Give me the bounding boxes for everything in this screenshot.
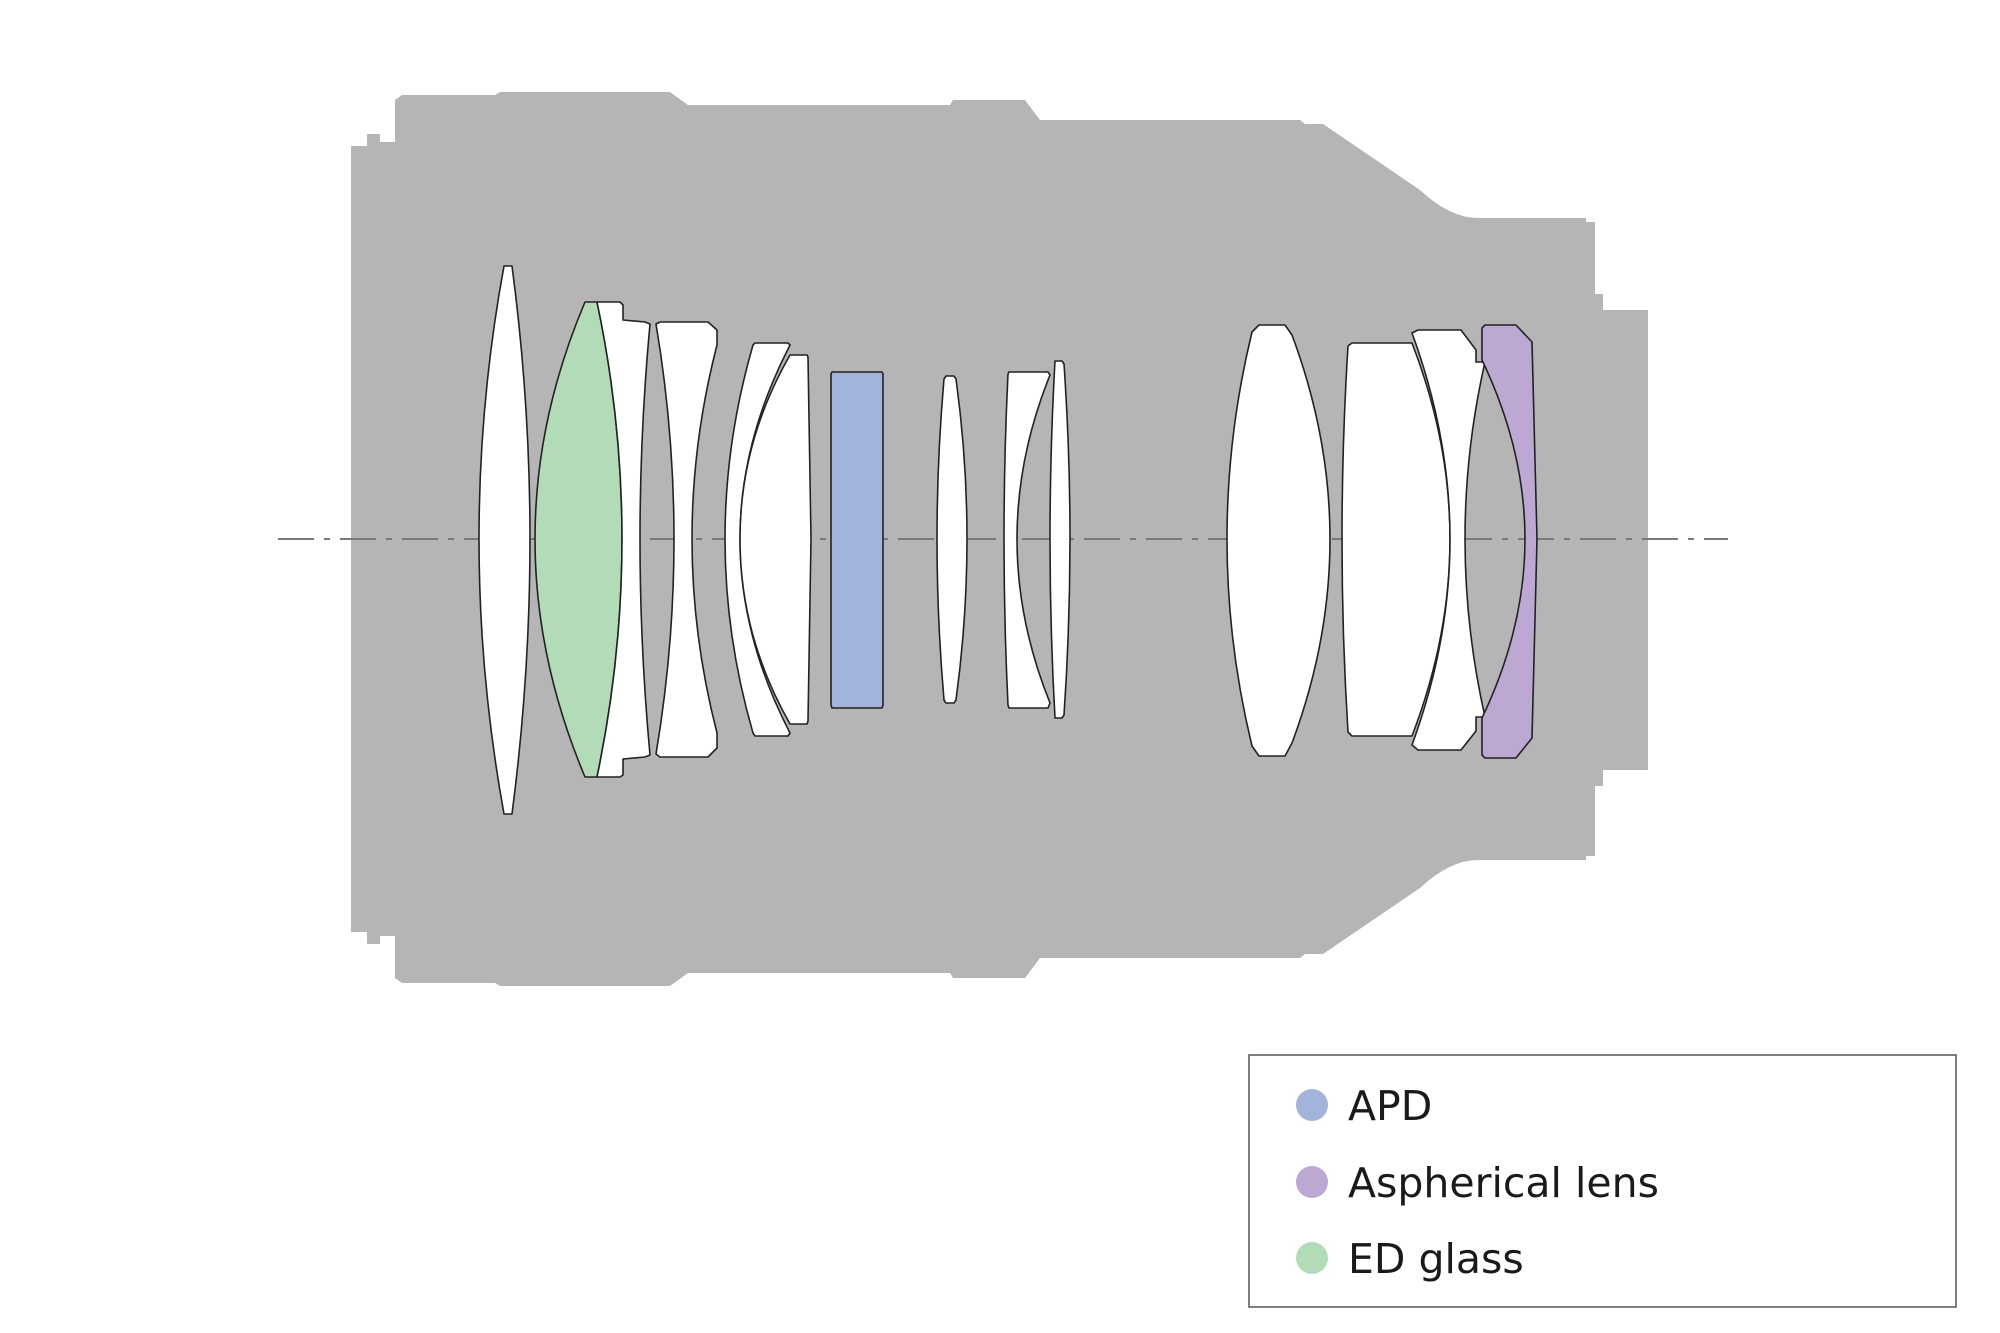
legend-label-ed-glass: ED glass [1348, 1235, 1524, 1283]
legend-label-aspherical: Aspherical lens [1348, 1159, 1659, 1207]
lens-element-11 [1226, 324, 1331, 757]
legend-box [1248, 1054, 1957, 1308]
legend-item-ed-glass: ED glass [1296, 1235, 1524, 1283]
lens-element-8 [936, 375, 968, 704]
legend-label-apd: APD [1348, 1082, 1432, 1130]
legend-item-aspherical: Aspherical lens [1296, 1159, 1659, 1207]
lens-element-4 [655, 321, 718, 758]
lens-element-1 [478, 265, 531, 815]
lens-element-7-apd [830, 371, 884, 709]
lens-element-6 [739, 354, 812, 725]
lens-element-13 [1411, 329, 1486, 751]
lens-element-9 [1003, 371, 1051, 709]
apd-swatch-icon [1296, 1089, 1328, 1121]
lens-element-10 [1049, 360, 1071, 719]
lens-barrel [351, 92, 1648, 986]
legend-item-apd: APD [1296, 1082, 1432, 1130]
legend: APD Aspherical lens ED glass [1248, 1054, 1957, 1308]
lens-element-14-aspherical [1481, 324, 1538, 759]
aspherical-swatch-icon [1296, 1166, 1328, 1198]
ed-glass-swatch-icon [1296, 1242, 1328, 1274]
lens-element-3 [596, 301, 651, 778]
